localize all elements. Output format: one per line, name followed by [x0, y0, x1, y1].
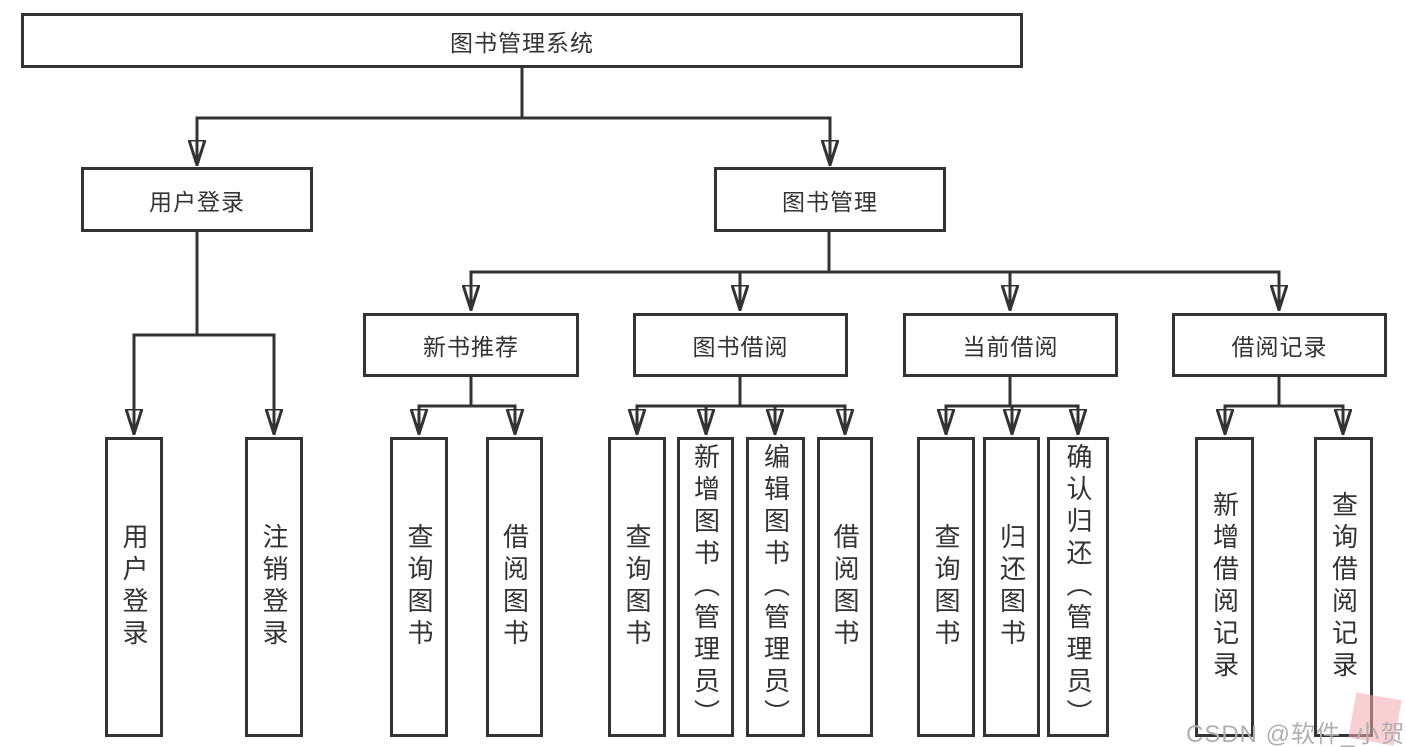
leaf-current-return-books-label: 归还图书	[996, 523, 1027, 651]
leaf-user-login-label: 用户登录	[119, 523, 149, 651]
leaf-newbook-borrow-books: 借阅图书	[486, 437, 543, 737]
leaf-record-add-record: 新增借阅记录	[1195, 437, 1254, 737]
watermark: CSDN @软件_小贺同学	[1186, 721, 1405, 747]
leaf-borrow-query-books: 查询图书	[608, 437, 666, 737]
leaf-borrow-edit-books-label: 编辑图书（管理员）	[760, 443, 791, 731]
node-book-mgmt-label: 图书管理	[782, 188, 878, 215]
leaf-newbook-borrow-books-label: 借阅图书	[499, 523, 530, 651]
node-root: 图书管理系统	[21, 13, 1023, 68]
node-book-mgmt: 图书管理	[714, 167, 946, 232]
leaf-borrow-borrow-books: 借阅图书	[817, 437, 873, 737]
leaf-record-query-record-label: 查询借阅记录	[1328, 491, 1359, 683]
node-user-login-label: 用户登录	[149, 188, 245, 215]
leaf-newbook-query-books-label: 查询图书	[404, 523, 434, 651]
node-borrow-record: 借阅记录	[1172, 313, 1387, 377]
node-new-book: 新书推荐	[363, 313, 579, 377]
leaf-current-query-books-label: 查询图书	[931, 523, 961, 651]
leaf-record-add-record-label: 新增借阅记录	[1209, 491, 1240, 683]
node-root-label: 图书管理系统	[450, 29, 594, 56]
node-book-borrow: 图书借阅	[633, 313, 848, 377]
leaf-record-query-record: 查询借阅记录	[1314, 437, 1373, 737]
leaf-current-return-books: 归还图书	[983, 437, 1040, 737]
leaf-logout-label: 注销登录	[259, 523, 289, 651]
leaf-current-query-books: 查询图书	[917, 437, 975, 737]
leaf-current-confirm-return: 确认归还（管理员）	[1047, 437, 1109, 737]
node-book-borrow-label: 图书借阅	[692, 334, 789, 360]
leaf-borrow-edit-books: 编辑图书（管理员）	[746, 437, 805, 737]
node-current-borrow: 当前借阅	[903, 313, 1118, 377]
leaf-borrow-add-books-label: 新增图书（管理员）	[690, 443, 721, 731]
leaf-user-login: 用户登录	[105, 437, 163, 737]
leaf-current-confirm-return-label: 确认归还（管理员）	[1063, 443, 1093, 731]
node-new-book-label: 新书推荐	[423, 334, 519, 360]
node-user-login: 用户登录	[81, 167, 313, 232]
leaf-borrow-add-books: 新增图书（管理员）	[677, 437, 734, 737]
leaf-borrow-query-books-label: 查询图书	[622, 523, 652, 651]
leaf-logout: 注销登录	[245, 437, 303, 737]
node-borrow-record-label: 借阅记录	[1231, 334, 1328, 360]
leaf-borrow-borrow-books-label: 借阅图书	[830, 523, 860, 651]
leaf-newbook-query-books: 查询图书	[390, 437, 448, 737]
node-current-borrow-label: 当前借阅	[962, 334, 1059, 360]
